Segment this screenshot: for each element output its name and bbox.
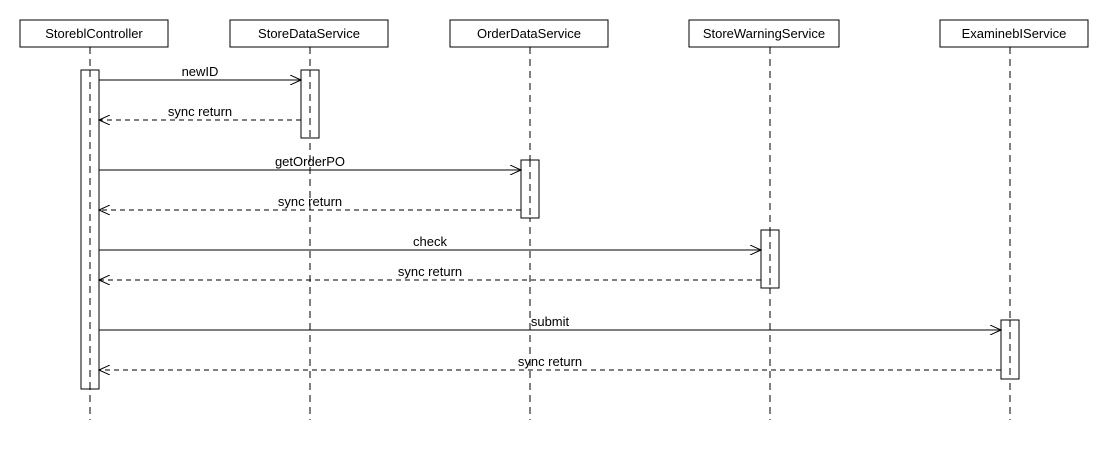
message-label: newID xyxy=(182,64,219,79)
participant-label: ExaminebIService xyxy=(962,26,1067,41)
participant-box xyxy=(19,19,169,48)
message-return-storewarningservice: sync return xyxy=(99,264,761,280)
message-return-examineblservice: sync return xyxy=(99,354,1001,370)
participant-storeblcontroller: StoreblController xyxy=(19,19,169,48)
message-label: getOrderPO xyxy=(275,154,345,169)
participant-label: StoreblController xyxy=(45,26,143,41)
participant-box xyxy=(688,19,840,48)
message-newid: newID xyxy=(99,64,301,80)
message-submit: submit xyxy=(99,314,1001,330)
participant-box xyxy=(939,19,1089,48)
participant-label: OrderDataService xyxy=(477,26,581,41)
message-getorderpo: getOrderPO xyxy=(99,154,521,170)
participant-box xyxy=(449,19,609,48)
message-label: sync return xyxy=(278,194,342,209)
message-check: check xyxy=(99,234,761,250)
message-label: sync return xyxy=(168,104,232,119)
message-label: sync return xyxy=(398,264,462,279)
participant-storedataservice: StoreDataService xyxy=(229,19,389,48)
message-return-orderdataservice: sync return xyxy=(99,194,521,210)
activation-storedataservice xyxy=(300,69,320,139)
message-label: check xyxy=(413,234,447,249)
message-label: submit xyxy=(531,314,570,329)
message-return-storedataservice: sync return xyxy=(99,104,301,120)
participant-label: StoreWarningService xyxy=(703,26,825,41)
participant-orderdataservice: OrderDataService xyxy=(449,19,609,48)
participant-box xyxy=(229,19,389,48)
participant-examineblservice: ExaminebIService xyxy=(939,19,1089,48)
participant-storewarningservice: StoreWarningService xyxy=(688,19,840,48)
participant-label: StoreDataService xyxy=(258,26,360,41)
message-label: sync return xyxy=(518,354,582,369)
